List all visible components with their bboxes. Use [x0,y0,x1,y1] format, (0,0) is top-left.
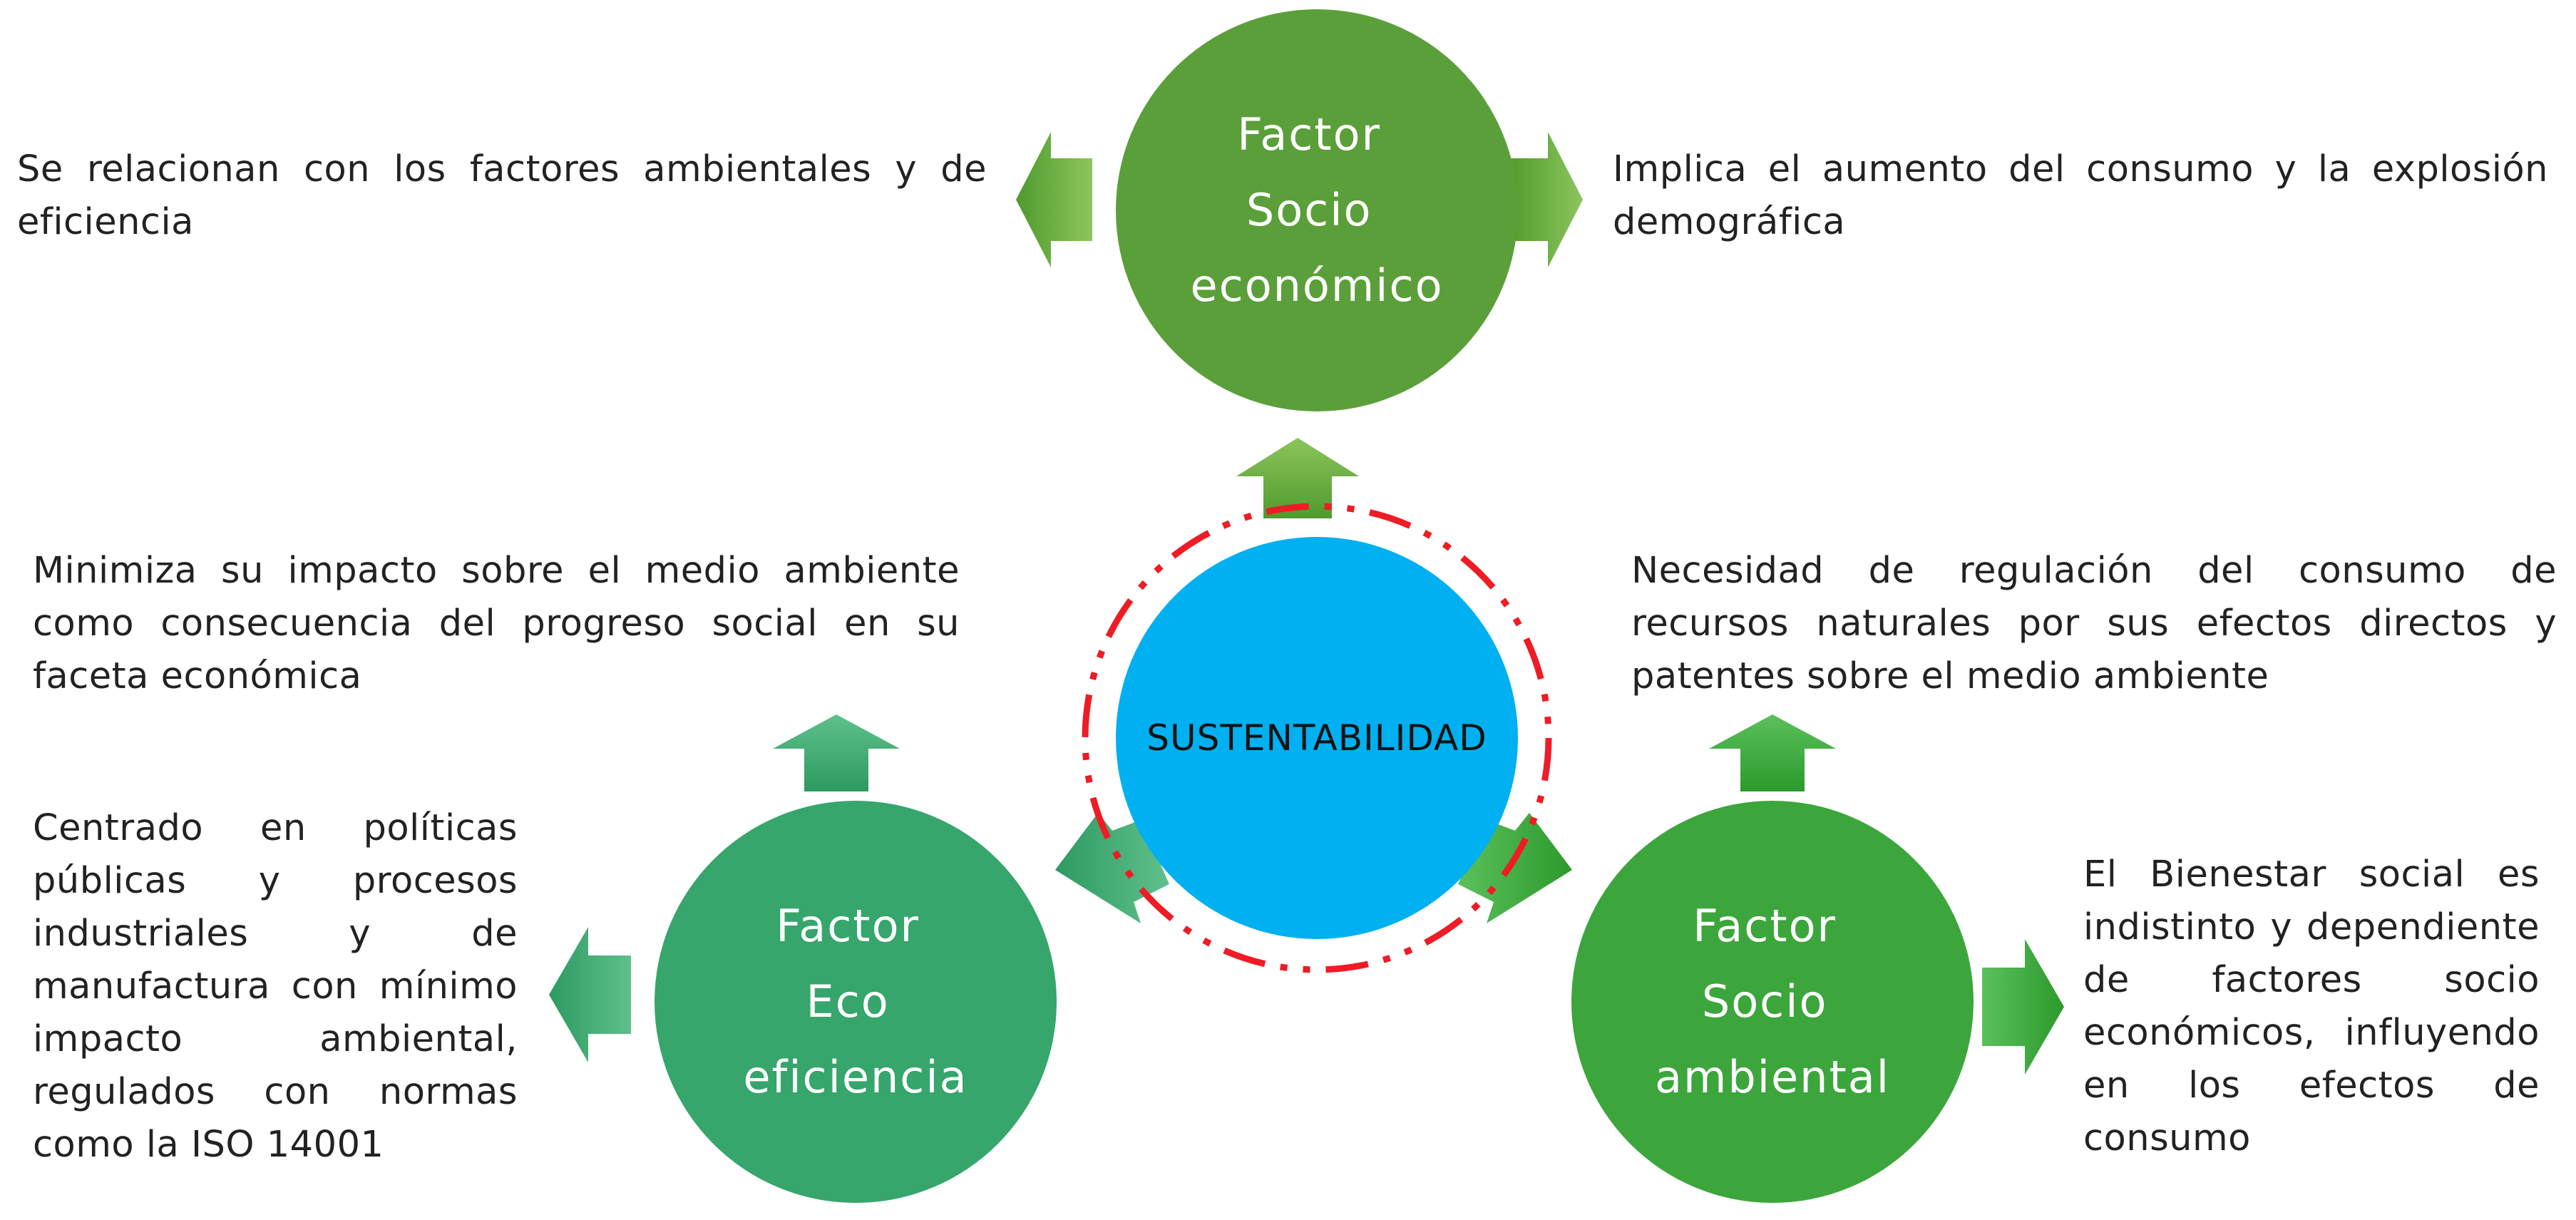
svg-text:Factor Socio ambiental: Factor Socio ambiental [1655,900,1890,1103]
node-eco-eficiencia-line-2: Eco [806,975,890,1027]
center-ring [1082,503,1552,973]
node-eco-eficiencia [655,801,1057,1203]
node-socio-ambiental [1571,801,1974,1203]
node-socio-economico-line-1: Factor [1237,108,1381,160]
description-mid-left: Minimiza su impacto sobre el medio ambie… [33,550,960,697]
node-socio-economico [1116,9,1518,411]
node-socio-ambiental-line-2: Socio [1702,975,1828,1027]
description-bottom-left: Centrado en políticas públicas y proceso… [33,807,518,1166]
description-mid-right: Necesidad de regulación del consumo de r… [1631,550,2557,697]
arrow-up-socio-ambiental [1709,714,1836,791]
center-label: SUSTENTABILIDAD [1146,717,1487,759]
arrow-right-socio-economico [1507,132,1583,267]
description-top-right: Implica el aumento del consumo y la expl… [1613,148,2548,243]
node-socio-ambiental-line-3: ambiental [1655,1051,1890,1103]
arrow-up-center [1236,438,1359,518]
svg-text:Factor Eco eficiencia: Factor Eco eficiencia [743,900,968,1103]
node-eco-eficiencia-line-3: eficiencia [743,1051,968,1103]
description-bottom-right: El Bienestar social es indistinto y depe… [2083,854,2540,1159]
arrow-up-eco-eficiencia [773,714,900,791]
node-eco-eficiencia-line-1: Factor [776,900,920,952]
svg-text:Factor Socio económico: Factor Socio económico [1190,108,1443,312]
node-socio-ambiental-line-1: Factor [1693,900,1837,952]
arrow-right-socio-ambiental [1982,939,2064,1075]
arrow-left-socio-economico [1016,132,1092,267]
description-top-left: Se relacionan con los factores ambiental… [17,148,987,243]
node-socio-economico-line-3: económico [1190,260,1443,312]
arrow-left-eco-eficiencia [549,927,631,1062]
arrow-diag-eco-eficiencia [1055,813,1169,923]
node-socio-economico-line-2: Socio [1246,184,1372,236]
center-circle [1116,537,1518,939]
